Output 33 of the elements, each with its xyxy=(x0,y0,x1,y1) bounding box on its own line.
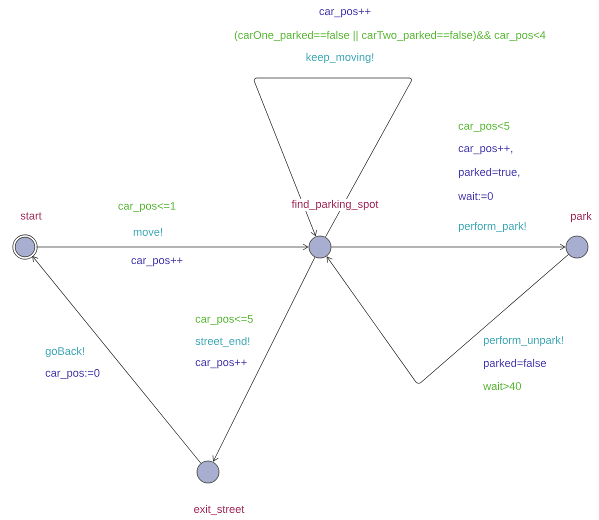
arrow xyxy=(32,256,202,464)
annotation: car_pos++ xyxy=(194,358,248,370)
arrow xyxy=(331,244,566,250)
annotation: perform_park! xyxy=(457,220,528,234)
annotation: car_pos++ xyxy=(318,8,372,18)
annotation: move! xyxy=(132,227,164,237)
annotation: parked=false xyxy=(482,358,548,370)
location-circle xyxy=(196,460,220,484)
annotation: wait>40 xyxy=(482,380,522,392)
annotation: car_pos++ xyxy=(130,256,184,268)
location-name: find_parking_spot xyxy=(290,198,380,212)
annotation: perform_unpark! xyxy=(482,334,565,348)
annotation: car_pos<5 xyxy=(457,121,511,133)
arrow xyxy=(212,256,316,462)
location-name: park xyxy=(569,210,593,224)
initial-location-circle xyxy=(12,234,38,260)
location-circle xyxy=(566,236,588,258)
annotation: parked=true, xyxy=(457,166,522,180)
arrow xyxy=(254,78,412,238)
location-name: exit_street xyxy=(192,504,246,516)
location-circle xyxy=(308,236,332,258)
annotation: street_end! xyxy=(194,336,252,348)
annotation: (carOne_parked==false || carTwo_parked==false)&& car_pos<4 xyxy=(233,30,547,42)
location-name: start xyxy=(19,211,43,221)
annotation: car_pos:=0 xyxy=(44,368,101,380)
annotation: car_pos<=5 xyxy=(194,314,254,326)
annotation: goBack! xyxy=(44,346,86,358)
annotation: keep_moving! xyxy=(304,52,376,64)
arrow xyxy=(326,254,569,384)
arrow xyxy=(36,244,309,250)
annotation: car_pos++, xyxy=(457,144,514,156)
annotation: wait:=0 xyxy=(457,190,494,202)
annotation: car_pos<=1 xyxy=(116,201,178,213)
